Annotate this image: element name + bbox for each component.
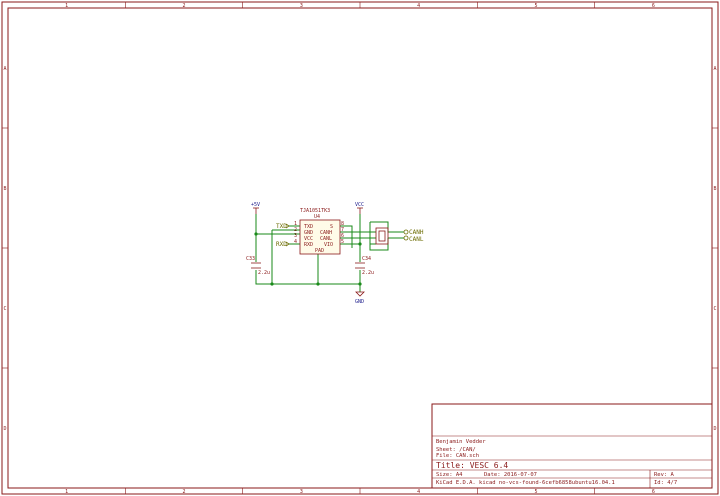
ground-symbol: GND [355,291,365,305]
title-text: Title: VESC 6.4 [436,461,508,470]
pin-vio-name: VIO [324,242,333,248]
pin-7-num: 7 [341,227,344,233]
junction [270,282,274,286]
zone-label-top: 3 [300,3,303,9]
zone-label-left: B [4,186,7,192]
zone-label-bottom: 3 [300,489,303,495]
pin-canl-name: CANL [320,236,332,242]
zone-label-top: 1 [65,3,68,9]
wire-gnd-bus [255,270,360,285]
net-rxd-text: RXD [276,241,287,248]
zone-label-right: C [714,306,717,312]
zone-label-top: 4 [417,3,420,9]
zone-label-left: A [4,66,7,72]
zone-label-bottom: 4 [417,489,420,495]
capacitor-c34: C34 2.2u [355,256,374,276]
tool-text: KiCad E.D.A. kicad no-vcs-found-6cefb685… [436,480,615,486]
wire-canh-out [370,221,404,233]
id-text: Id: 4/7 [654,480,677,486]
c34-ref: C34 [362,256,371,262]
pin-vcc-name: VCC [304,236,313,242]
zone-label-right: B [714,186,717,192]
zone-label-left: C [4,306,7,312]
ic-u4: TJA1051TK3 U4 TXD GND VCC RXD 1 2 3 4 S … [294,208,344,255]
zone-label-bottom: 5 [535,489,538,495]
ground-label: GND [355,299,364,305]
rev-text: Rev: A [654,472,675,478]
ic-value: TJA1051TK3 [300,208,330,214]
can-transceiver-circuit: +5V VCC GND C33 2.2u C34 2.2u [246,202,424,305]
ic-pad-label: PAD [315,248,324,254]
pin-8-num: 8 [341,221,344,227]
junction [358,242,362,246]
power-vcc-symbol: VCC [355,202,364,214]
title-block: Benjamin Vedder Sheet: /CAN/ File: CAN.s… [431,403,713,489]
zone-label-top: 6 [652,3,655,9]
pin-4-num: 4 [294,239,297,245]
net-label-rxd: RXD [276,241,290,248]
net-label-canl: CANL [403,235,424,243]
pin-txd-name: TXD [304,224,313,230]
net-label-canh: CANH [403,229,424,236]
power-vcc-label: VCC [355,202,364,208]
ic-ref: U4 [314,214,320,220]
wire-conn-top [369,222,376,245]
junction [254,232,258,236]
junction [358,282,362,286]
net-canh-text: CANH [409,229,424,236]
zone-label-bottom: 6 [652,489,655,495]
zone-label-bottom: 2 [183,489,186,495]
c34-value: 2.2u [362,270,374,276]
zone-label-bottom: 1 [65,489,68,495]
pin-5-num: 5 [341,239,344,245]
pin-canh-name: CANH [320,230,332,236]
sheet-text: Sheet: /CAN/ [436,447,476,453]
author-text: Benjamin Vedder [436,439,486,445]
c33-ref: C33 [246,256,255,262]
net-txd-text: TXD [276,223,287,230]
zone-label-top: 2 [183,3,186,9]
net-canl-text: CANL [409,236,424,243]
zone-label-right: D [714,426,717,432]
date-text: Date: 2016-07-07 [484,472,537,478]
pin-3-num: 3 [294,233,297,239]
capacitor-c33: C33 2.2u [246,256,270,276]
file-text: File: CAN.sch [436,453,479,459]
power-5v-symbol: +5V [251,202,260,214]
c33-value: 2.2u [258,270,270,276]
power-5v-label: +5V [251,202,260,208]
net-label-txd: TXD [276,223,290,230]
can-connector [375,227,389,245]
pin-1-num: 1 [294,221,297,227]
wire-s [340,225,353,248]
junction [316,282,320,286]
pin-gnd-name: GND [304,230,313,236]
zone-label-top: 5 [535,3,538,9]
pin-6-num: 6 [341,233,344,239]
pin-rxd-name: RXD [304,242,313,248]
pin-2-num: 2 [294,227,297,233]
pin-s-name: S [330,224,333,230]
size-text: Size: A4 [436,472,463,478]
zone-label-right: A [714,66,717,72]
zone-label-left: D [4,426,7,432]
